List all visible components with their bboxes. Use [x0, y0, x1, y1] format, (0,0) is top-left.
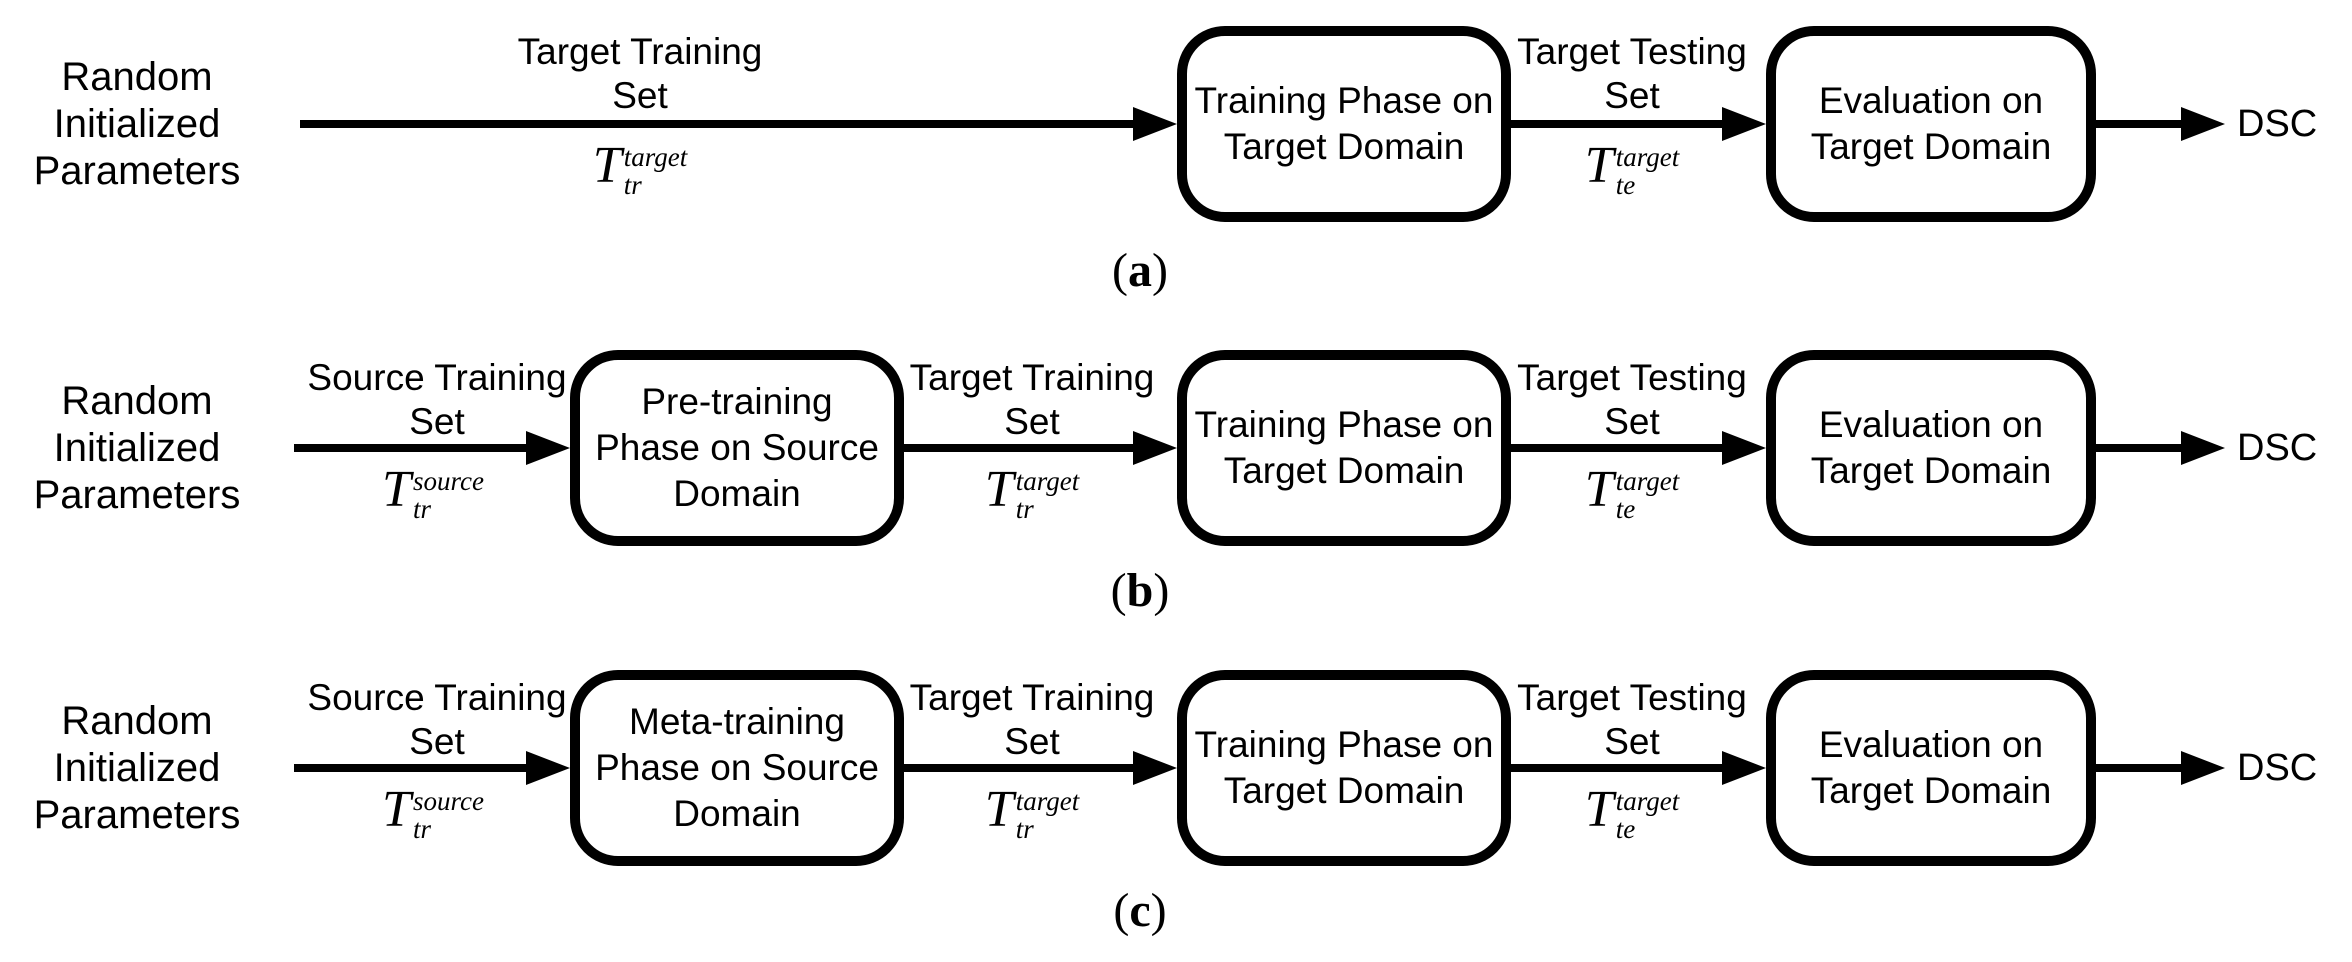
math-superscript: source	[412, 786, 484, 816]
math-source-training-set-b: T source tr	[323, 461, 543, 524]
node-label: Training Phase on Target Domain	[1194, 724, 1494, 811]
subfigure-caption-b: (b)	[1040, 564, 1240, 618]
math-superscript: target	[1615, 786, 1680, 816]
arrow-metatraining-to-training-c	[904, 751, 1177, 785]
caption-close-paren: )	[1153, 564, 1170, 617]
math-scripts: target te	[1616, 787, 1680, 843]
math-subscript: te	[1615, 170, 1636, 200]
caption-close-paren: )	[1150, 884, 1167, 937]
math-symbol: T	[382, 461, 411, 518]
node-label: Evaluation on Target Domain	[1810, 80, 2052, 167]
node-label: Training Phase on Target Domain	[1194, 80, 1494, 167]
math-source-training-set-c: T source tr	[323, 781, 543, 844]
math-scripts: target te	[1616, 143, 1680, 199]
start-params-label-c: Random Initialized Parameters	[33, 699, 241, 837]
math-scripts: target tr	[1016, 467, 1080, 523]
math-symbol: T	[984, 461, 1014, 518]
caption-letter: c	[1129, 884, 1151, 937]
arrow-label-source-training-set-c: Source Training Set	[307, 677, 567, 762]
caption-open-paren: (	[1112, 244, 1128, 297]
node-training-phase-target-c: Training Phase on Target Domain	[1177, 670, 1511, 866]
math-target-training-set-c: T target tr	[922, 781, 1142, 844]
node-evaluation-target-c: Evaluation on Target Domain	[1766, 670, 2096, 866]
math-target-testing-set-b: T target te	[1522, 461, 1742, 524]
start-params-label-b: Random Initialized Parameters	[33, 379, 241, 517]
node-pretraining-phase-source-b: Pre-training Phase on Source Domain	[570, 350, 904, 546]
arrow-label-target-training-set-b: Target Training Set	[909, 357, 1155, 442]
caption-letter: a	[1128, 244, 1152, 297]
caption-close-paren: )	[1152, 244, 1168, 297]
math-scripts: source tr	[413, 787, 484, 843]
result-dsc-b: DSC	[2237, 427, 2318, 469]
arrow-label-target-training-set-c: Target Training Set	[909, 677, 1155, 762]
arrow-training-to-evaluation-b	[1511, 431, 1766, 465]
node-label: Meta-training Phase on Source Domain	[595, 701, 879, 834]
node-evaluation-target-b: Evaluation on Target Domain	[1766, 350, 2096, 546]
node-label: Training Phase on Target Domain	[1194, 404, 1494, 491]
arrow-label-target-training-set-a: Target Training Set	[517, 31, 763, 116]
math-superscript: target	[1615, 466, 1680, 496]
subfigure-caption-c: (c)	[1040, 884, 1240, 938]
math-target-training-set-b: T target tr	[922, 461, 1142, 524]
math-scripts: target tr	[624, 143, 688, 199]
math-scripts: target tr	[1016, 787, 1080, 843]
math-subscript: tr	[623, 170, 642, 200]
math-subscript: tr	[412, 494, 431, 524]
math-scripts: source tr	[413, 467, 484, 523]
math-subscript: te	[1615, 494, 1636, 524]
node-training-phase-target-a: Training Phase on Target Domain	[1177, 26, 1511, 222]
arrow-params-to-metatraining-c	[294, 751, 570, 785]
math-subscript: tr	[412, 814, 431, 844]
result-dsc-a: DSC	[2237, 103, 2318, 145]
math-symbol: T	[1584, 137, 1614, 194]
math-subscript: tr	[1015, 814, 1034, 844]
math-symbol: T	[592, 137, 622, 194]
node-label: Evaluation on Target Domain	[1810, 404, 2052, 491]
arrow-label-target-testing-set-c: Target Testing Set	[1517, 677, 1747, 762]
caption-letter: b	[1126, 564, 1154, 617]
arrow-evaluation-to-dsc-b	[2095, 431, 2225, 465]
arrow-label-source-training-set-b: Source Training Set	[307, 357, 567, 442]
arrow-label-target-testing-set-a: Target Testing Set	[1517, 31, 1747, 116]
math-target-testing-set-a: T target te	[1522, 137, 1742, 200]
arrow-params-to-training-a	[300, 107, 1177, 141]
subfigure-caption-a: (a)	[1040, 244, 1240, 298]
node-label: Evaluation on Target Domain	[1810, 724, 2052, 811]
math-superscript: source	[412, 466, 484, 496]
arrow-training-to-evaluation-c	[1511, 751, 1766, 785]
math-target-training-set-a: T target tr	[530, 137, 750, 200]
math-subscript: te	[1615, 814, 1636, 844]
math-symbol: T	[1584, 461, 1614, 518]
arrow-training-to-evaluation-a	[1511, 107, 1766, 141]
arrow-evaluation-to-dsc-c	[2095, 751, 2225, 785]
caption-open-paren: (	[1110, 564, 1127, 617]
math-superscript: target	[1015, 786, 1080, 816]
arrow-params-to-pretraining-b	[294, 431, 570, 465]
math-symbol: T	[382, 781, 411, 838]
math-superscript: target	[623, 142, 688, 172]
arrow-evaluation-to-dsc-a	[2095, 107, 2225, 141]
node-evaluation-target-a: Evaluation on Target Domain	[1766, 26, 2096, 222]
math-target-testing-set-c: T target te	[1522, 781, 1742, 844]
math-scripts: target te	[1616, 467, 1680, 523]
arrow-pretraining-to-training-b	[904, 431, 1177, 465]
math-superscript: target	[1015, 466, 1080, 496]
result-dsc-c: DSC	[2237, 747, 2318, 789]
node-metatraining-phase-source-c: Meta-training Phase on Source Domain	[570, 670, 904, 866]
math-superscript: target	[1615, 142, 1680, 172]
node-training-phase-target-b: Training Phase on Target Domain	[1177, 350, 1511, 546]
start-params-label-a: Random Initialized Parameters	[33, 55, 241, 193]
node-label: Pre-training Phase on Source Domain	[595, 381, 879, 514]
math-symbol: T	[1584, 781, 1614, 838]
caption-open-paren: (	[1113, 884, 1130, 937]
math-subscript: tr	[1015, 494, 1034, 524]
arrow-label-target-testing-set-b: Target Testing Set	[1517, 357, 1747, 442]
math-symbol: T	[984, 781, 1014, 838]
